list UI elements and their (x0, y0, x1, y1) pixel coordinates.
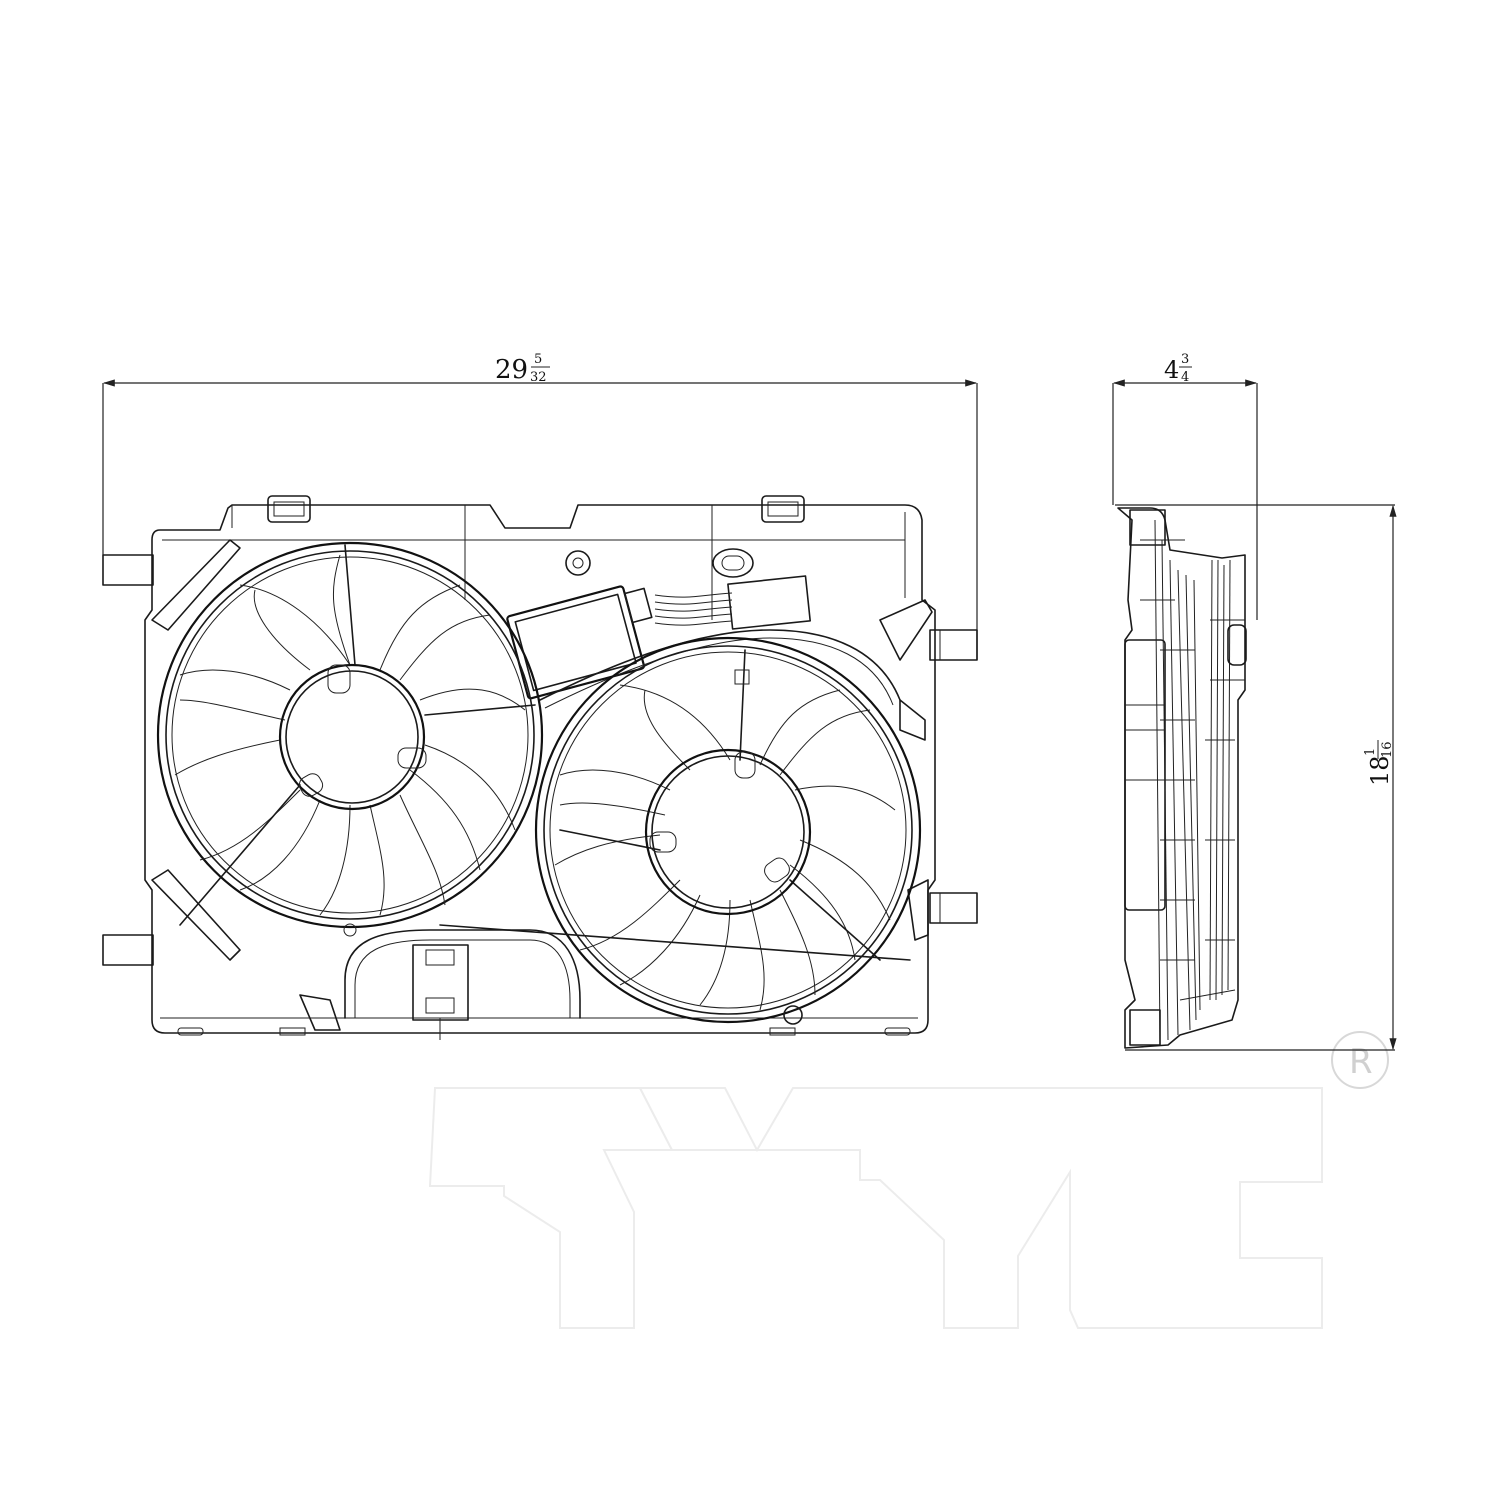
width-denominator: 32 (530, 370, 547, 385)
height-denominator: 16 (1380, 741, 1395, 758)
height-value: 18 (1366, 755, 1394, 786)
height-dimension: 18 1 16 (1115, 504, 1397, 1051)
top-tab-right (761, 495, 805, 523)
height-numerator: 1 (1363, 748, 1378, 756)
left-fan-ring-outer (156, 541, 544, 929)
width-numerator: 5 (534, 352, 542, 367)
control-module (506, 585, 653, 700)
shroud-outline (144, 504, 936, 1034)
mount-tab-left-upper (102, 554, 154, 586)
cable-clip (712, 548, 754, 578)
side-view (1117, 507, 1247, 1049)
grommet (565, 550, 591, 576)
depth-numerator: 3 (1181, 352, 1189, 367)
top-tab-left (267, 495, 311, 523)
left-fan-hub (278, 663, 426, 811)
right-fan-ring-outer (534, 636, 922, 1024)
svg-text:R: R (1349, 1042, 1373, 1082)
depth-denominator: 4 (1181, 370, 1189, 385)
width-dimension: 29 5 32 (102, 352, 978, 660)
depth-value: 4 (1164, 356, 1179, 384)
front-view (102, 495, 978, 1040)
bottom-clip (412, 944, 469, 1021)
left-fan (156, 541, 544, 937)
right-fan (439, 636, 922, 1025)
mount-tab-left-lower (102, 934, 154, 966)
mount-tab-right-lower (929, 892, 978, 924)
right-fan-hub (644, 748, 812, 916)
side-profile-outline (1117, 507, 1246, 1049)
depth-dimension: 4 3 4 (1112, 352, 1258, 620)
bottom-relief (344, 929, 581, 1019)
width-value: 29 (495, 355, 528, 385)
mount-tab-right-upper (929, 629, 978, 661)
wire-connector (727, 575, 811, 630)
tyc-watermark-logo (428, 1087, 1323, 1329)
registered-trademark-icon: R (1331, 1031, 1389, 1089)
